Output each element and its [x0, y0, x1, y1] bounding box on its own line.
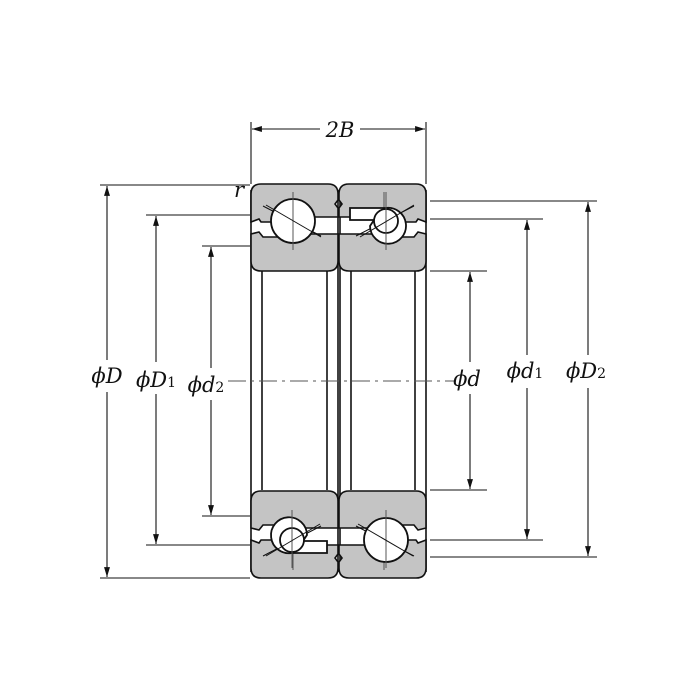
width-label: 2B	[325, 118, 355, 142]
inner-shoulder-diameter-dimension: ϕd2	[188, 245, 250, 517]
outer-ring-bore-diameter-dimension: ϕD2	[430, 200, 606, 558]
inner-ring-outer-diameter-label: ϕd1	[507, 359, 544, 383]
inner-shoulder-diameter-label: ϕd2	[188, 373, 225, 397]
width-dimension: 2B	[250, 118, 427, 184]
inner-ring-outer-diameter-dimension: ϕd1	[430, 218, 544, 541]
bore-diameter-label: ϕd	[453, 367, 481, 391]
radius-label: r	[234, 178, 246, 202]
outer-shoulder-diameter-label: ϕD1	[136, 368, 176, 392]
bore-diameter-dimension: ϕd	[430, 270, 487, 491]
outer-shoulder-diameter-dimension: ϕD1	[136, 214, 250, 546]
outer-diameter-label: ϕD	[91, 364, 122, 388]
outer-diameter-dimension: ϕD	[91, 184, 250, 579]
bearing-body	[250, 183, 427, 579]
outer-ring-bore-diameter-label: ϕD2	[566, 359, 606, 383]
